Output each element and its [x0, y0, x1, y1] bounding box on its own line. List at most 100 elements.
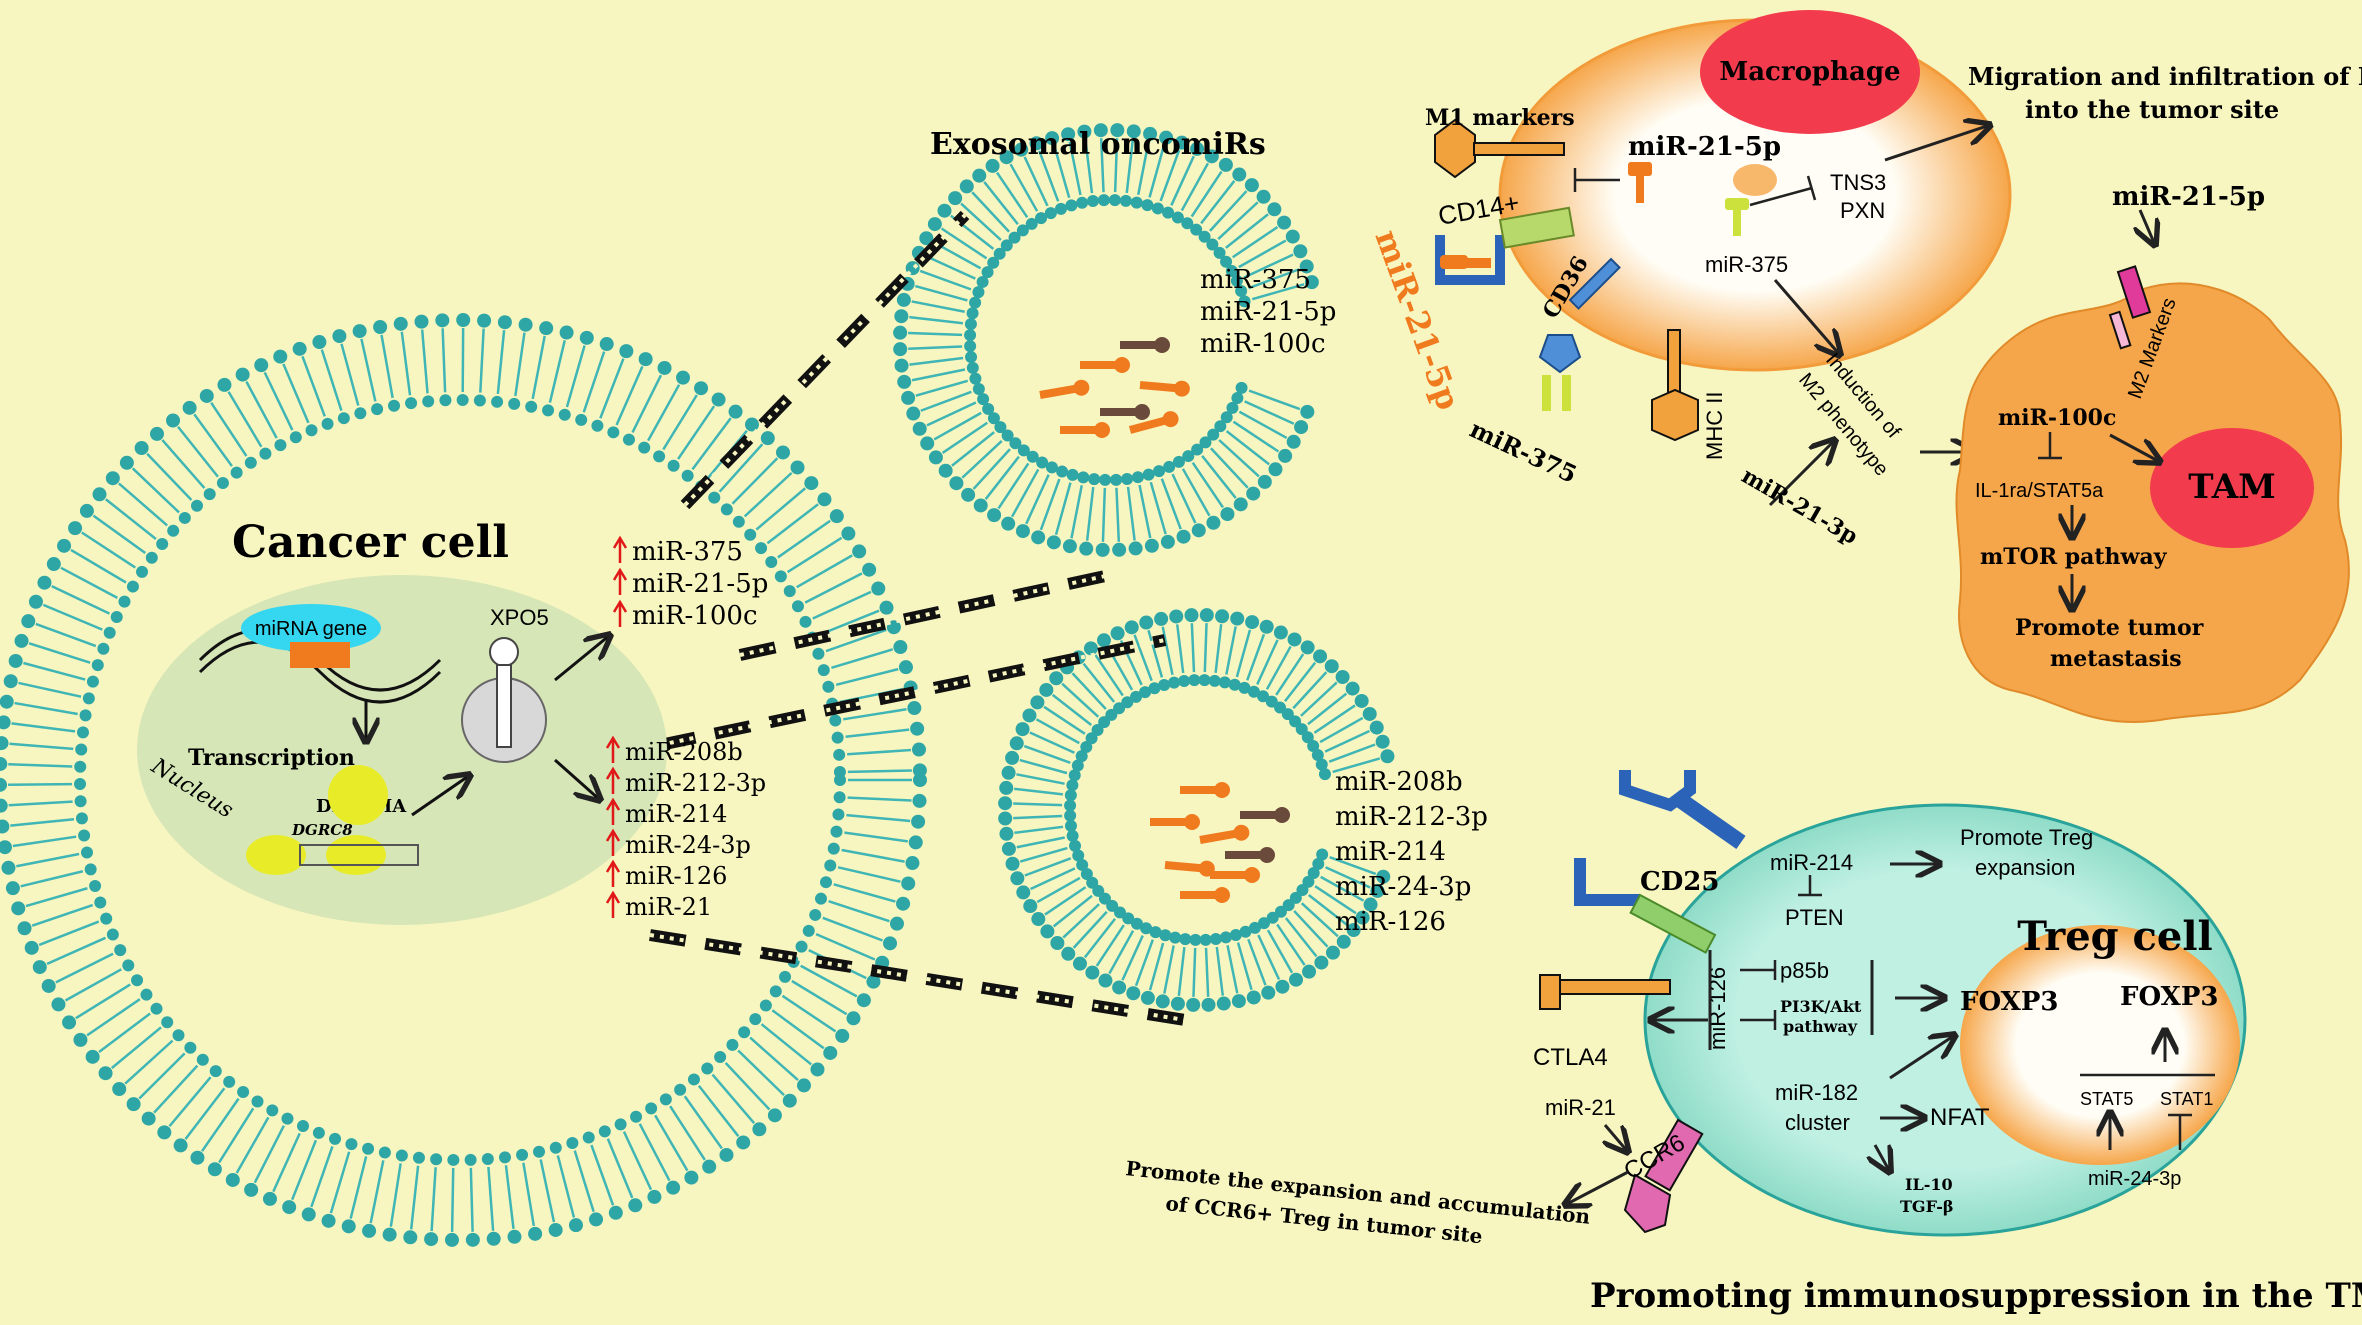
lipid-head [297, 1120, 310, 1133]
lipid-head [666, 1180, 681, 1195]
m2-marker-receptor [2116, 265, 2152, 319]
lipid-head [1086, 876, 1099, 889]
lipid-head [126, 580, 139, 593]
mirna-icon [1733, 208, 1741, 236]
lipid-head [473, 394, 486, 407]
lipid-head [150, 1002, 163, 1015]
lipid-tail [1039, 478, 1061, 531]
foxp3-b: FOXP3 [2120, 982, 2218, 1012]
lipid-head [1178, 674, 1191, 687]
lipid-head [1265, 695, 1278, 708]
treg-cell: Treg cell CD25 CTLA4 miR-214 Promote Tre… [1124, 770, 2247, 1248]
lipid-head [1295, 723, 1308, 736]
il1ra-label: IL-1ra/STAT5a [1975, 480, 2104, 502]
macrophage-cell: Macrophage miR-21-5p TNS3 PXN miR-375 Mi… [1498, 10, 2362, 372]
lipid-head [266, 1104, 279, 1117]
mirna-icon [1120, 337, 1170, 353]
lipid-head [1226, 401, 1239, 414]
lipid-tail [8, 782, 73, 786]
lipid-head [598, 1125, 611, 1138]
lipid-head [1064, 819, 1077, 832]
lipid-head [337, 412, 350, 425]
lipid-head [907, 701, 922, 716]
lipid-head [999, 826, 1014, 841]
lipid-head [1220, 255, 1233, 268]
lipid-head [1005, 750, 1020, 765]
lipid-head [1285, 229, 1300, 244]
lipid-head [1239, 925, 1252, 938]
lipid-head [82, 692, 95, 705]
mirna-icon [1210, 867, 1260, 883]
lipid-tail [606, 1138, 634, 1199]
macrophage-title: Macrophage [1719, 57, 1900, 87]
lipid-head [422, 395, 435, 408]
lipid-tail [841, 848, 905, 863]
mir-182-line-2: cluster [1785, 1110, 1850, 1135]
lipid-tail [1159, 149, 1181, 202]
lipid-head [1293, 244, 1308, 259]
lipid-head [136, 565, 149, 578]
lipid-head [969, 296, 982, 309]
lipid-head [1256, 189, 1271, 204]
ccr6-receptor [1644, 1118, 1704, 1192]
lipid-head [1184, 608, 1199, 623]
lipid-head [251, 1095, 264, 1108]
lipid-tail [110, 1026, 162, 1070]
lipid-head [1206, 238, 1219, 251]
lipid-head [841, 526, 856, 541]
lipid-head [119, 455, 134, 470]
lipid-tail [1244, 400, 1295, 425]
lipid-head [622, 433, 635, 446]
lipid-tail [1051, 693, 1093, 727]
lipid-head [822, 680, 835, 693]
lipid-tail [504, 1165, 515, 1229]
lipid-tail [828, 899, 890, 923]
lipid-tail [1210, 447, 1249, 489]
il10-label: IL-10 [1905, 1175, 1953, 1194]
lipid-head [76, 726, 89, 739]
lipid-head [73, 1032, 88, 1047]
lipid-head [321, 1213, 336, 1228]
mirna-icon [1725, 198, 1749, 210]
lipid-tail [1029, 731, 1075, 754]
lipid-head [1153, 465, 1166, 478]
lipid-head [1159, 130, 1174, 145]
lipid-head [134, 440, 149, 455]
lipid-head [901, 876, 916, 891]
lipid-head [414, 314, 429, 329]
lipid-head [167, 524, 180, 537]
lipid-head [282, 1200, 297, 1215]
lipid-tail [781, 994, 837, 1033]
lipid-head [657, 360, 672, 375]
lipid-head [1071, 759, 1084, 772]
lipid-head [1267, 202, 1282, 217]
lipid-tail [766, 503, 819, 545]
lipid-head [1022, 708, 1037, 723]
lipid-head [1054, 202, 1067, 215]
lipid-tail [1101, 487, 1107, 542]
lipid-tail [796, 554, 853, 589]
lipid-tail [1133, 634, 1153, 682]
lipid-tail [1148, 145, 1166, 198]
lipid-tail [911, 300, 965, 313]
mirna-icon [1080, 357, 1130, 373]
lipid-tail [835, 667, 899, 687]
lipid-head [405, 397, 418, 410]
lipid-head [919, 231, 934, 246]
lipid-head [1233, 497, 1248, 512]
lipid-head [614, 1118, 627, 1131]
lipid-tail [1134, 939, 1154, 987]
lipid-head [1191, 443, 1204, 456]
lipid-tail [960, 202, 1002, 241]
lipid-head [373, 319, 388, 334]
lipid-tail [70, 548, 127, 584]
lipid-head [329, 1132, 342, 1145]
lipid-head [395, 1149, 408, 1162]
lipid-head [1046, 535, 1061, 550]
mir-21-3p-arrow [1768, 440, 1835, 507]
lipid-tail [919, 269, 972, 291]
lipid-head [966, 361, 979, 374]
lipid-tail [1035, 718, 1080, 745]
lipid-tail [1082, 662, 1116, 703]
lipid-head [1023, 899, 1038, 914]
